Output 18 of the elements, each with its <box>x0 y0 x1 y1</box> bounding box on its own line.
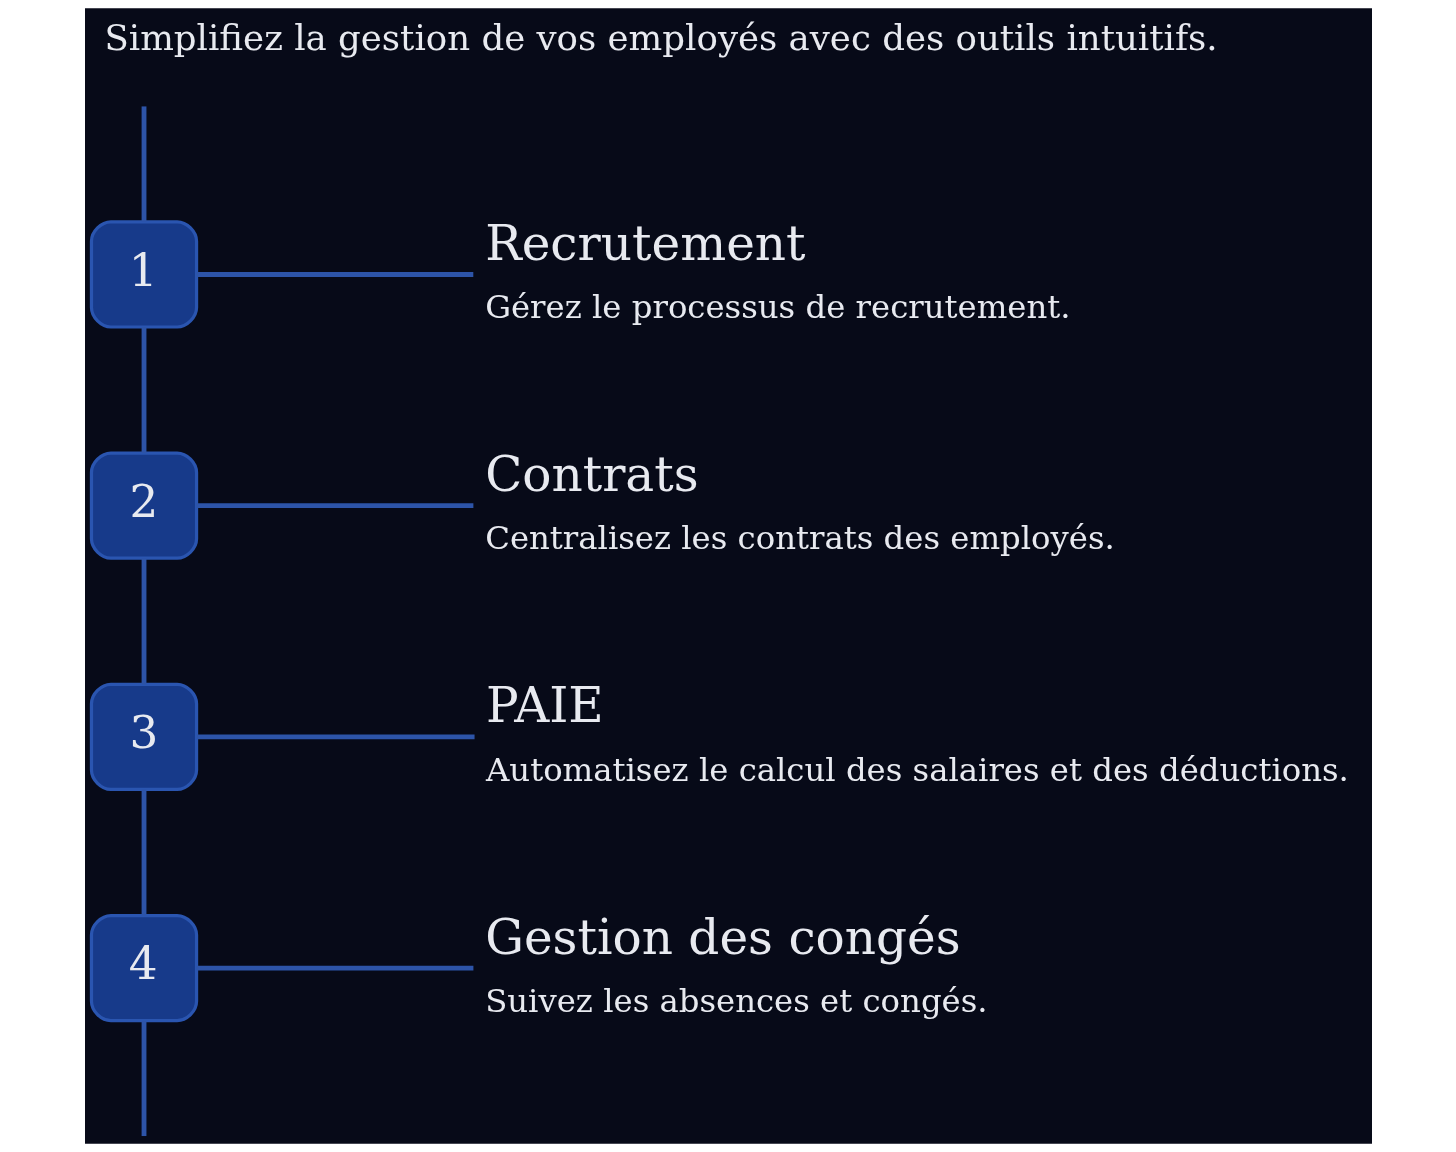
node-text: Contrats Centralisez les contrats des employés. <box>484 446 1115 558</box>
node-text: Recrutement Gérez le processus de recrutement. <box>484 214 1071 327</box>
connector <box>141 1021 146 1137</box>
node-box: 1 <box>89 220 198 329</box>
node-text: Gestion des congés Suivez les absences et congés. <box>484 908 988 1020</box>
connector <box>141 558 146 685</box>
node-box: 2 <box>89 451 198 560</box>
node-box: 4 <box>89 913 198 1023</box>
connector <box>141 106 146 222</box>
node-text: PAIE Automatisez le calcul des salaires et des déductions. <box>485 677 1349 789</box>
connector <box>196 272 473 277</box>
connector <box>141 327 146 454</box>
connector <box>196 734 475 740</box>
connector <box>196 503 473 509</box>
node-box: 3 <box>89 682 198 792</box>
connector <box>141 789 146 916</box>
diagram-title: Simplifiez la gestion de vos employés avec des outils intuitifs. <box>103 16 1218 58</box>
connector <box>196 965 473 971</box>
